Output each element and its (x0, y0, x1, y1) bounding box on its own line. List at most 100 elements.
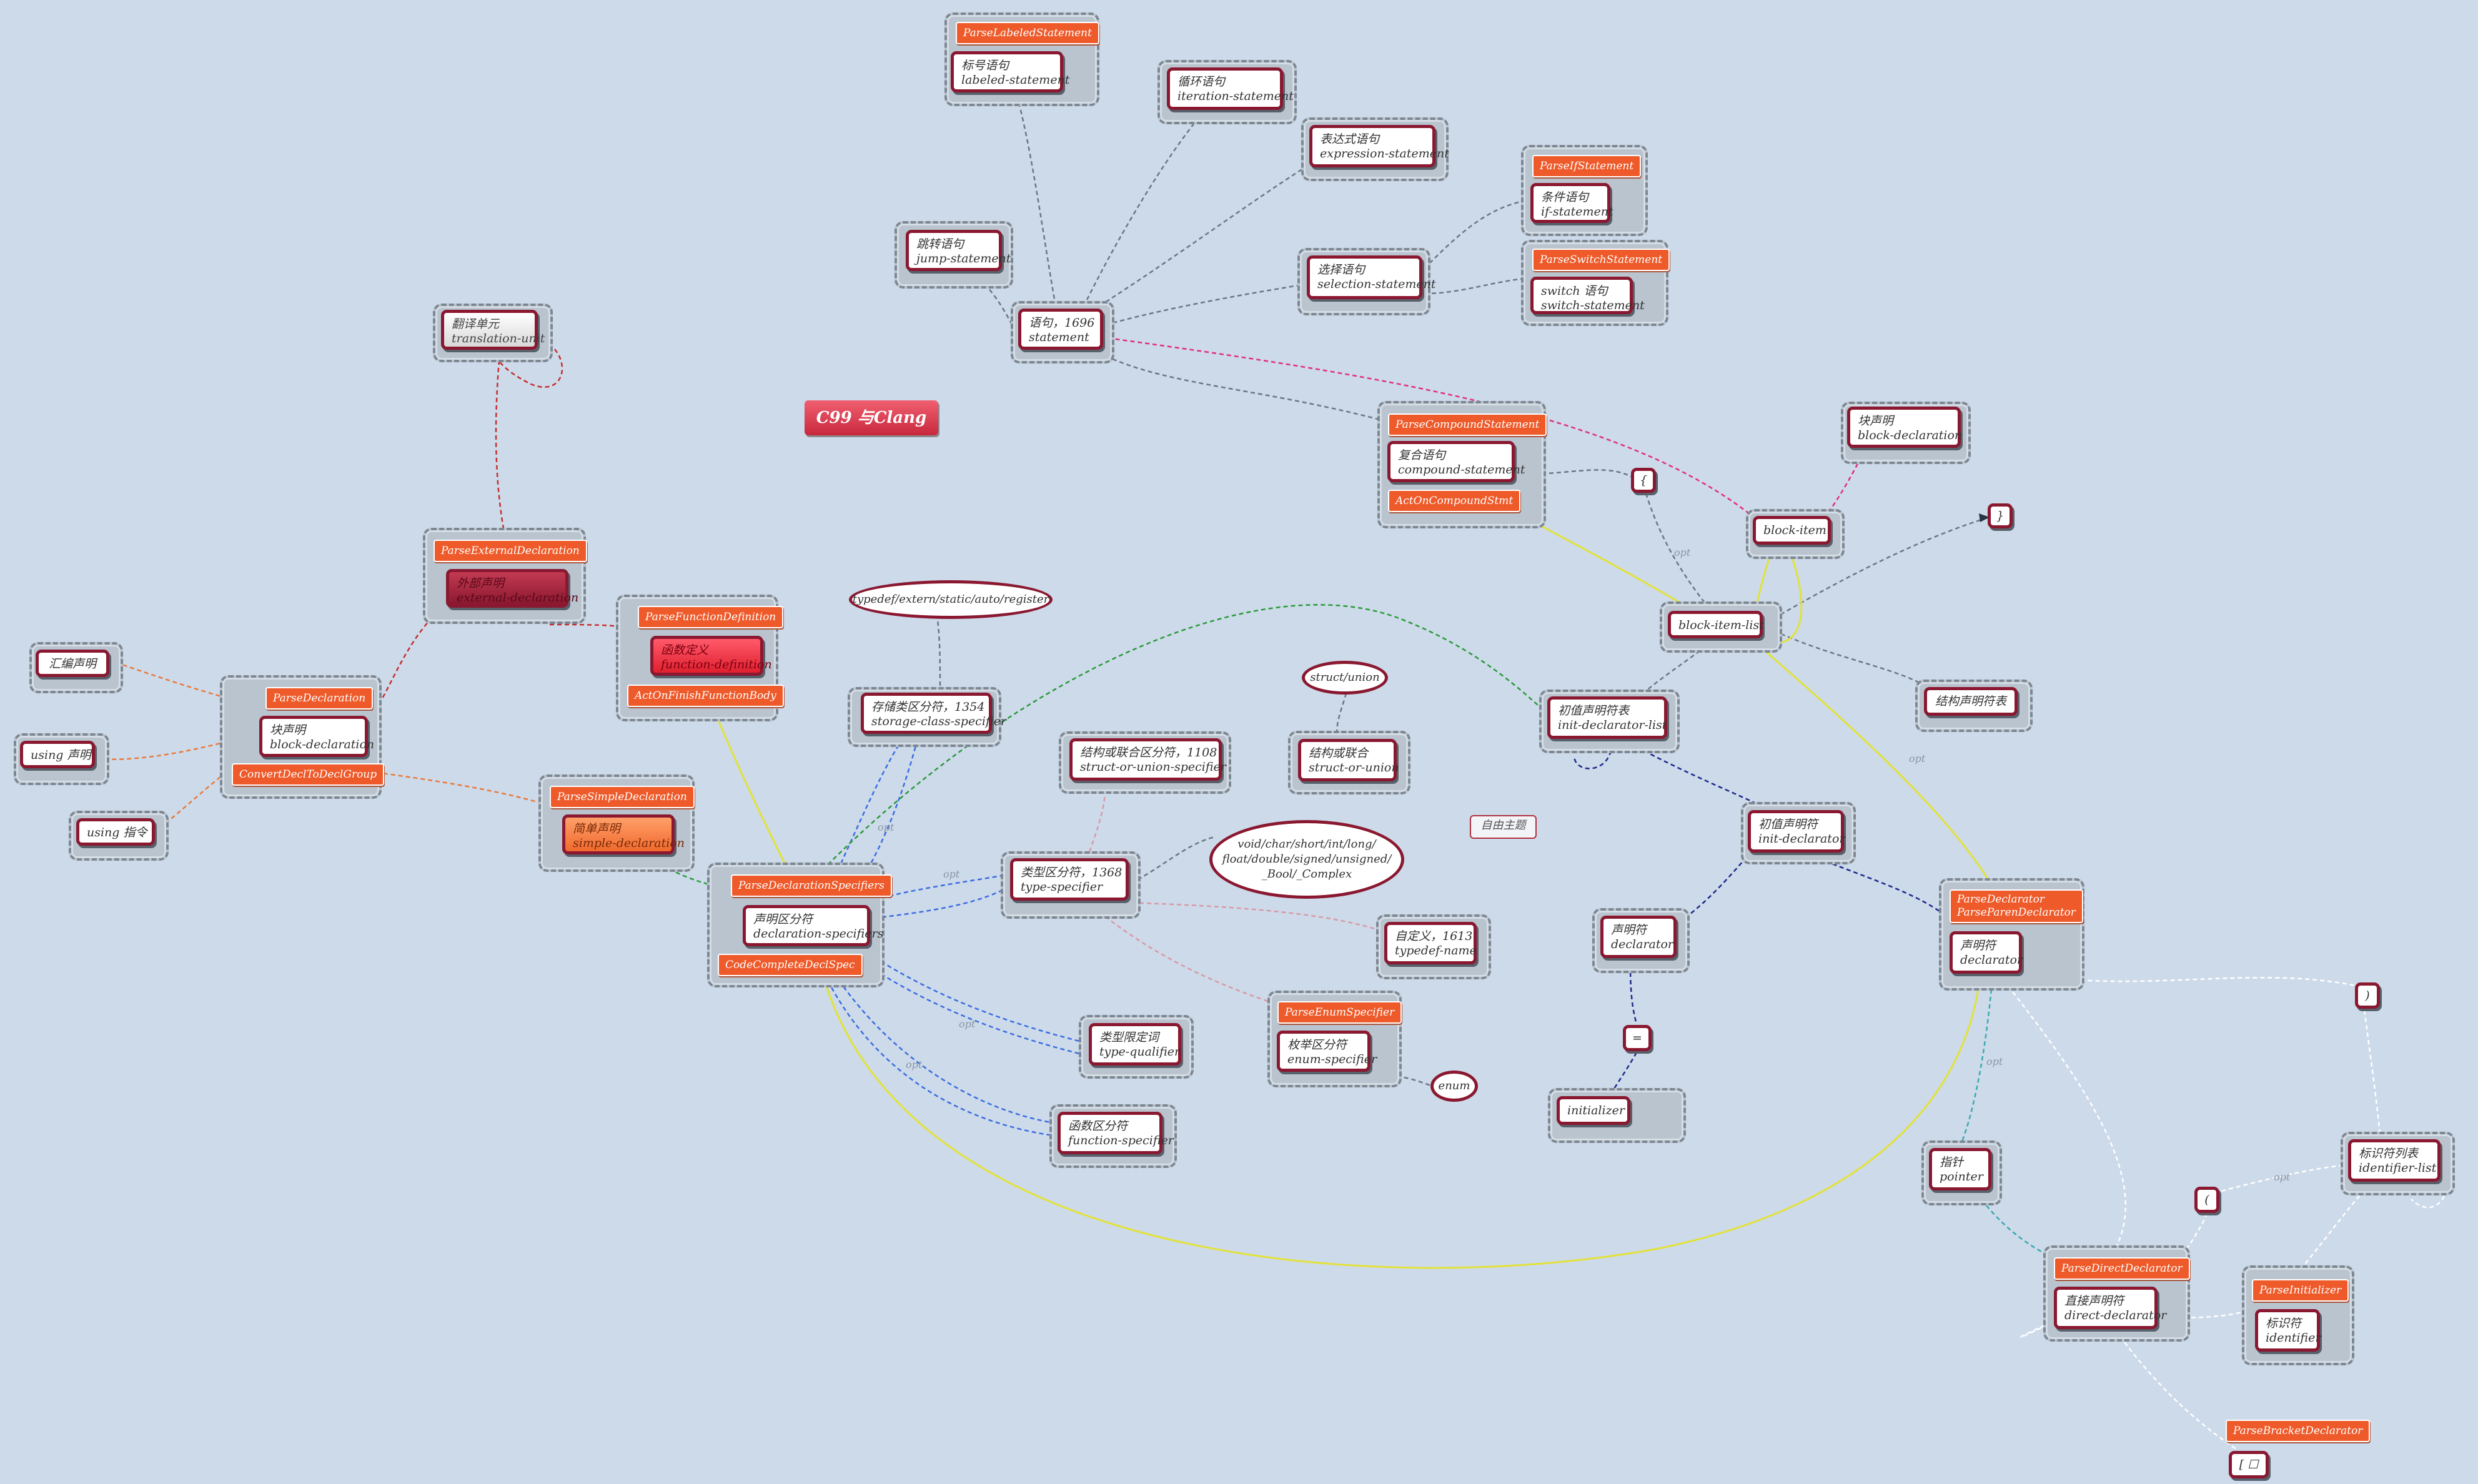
node-declarator-small[interactable]: 声明符 declarator (1600, 916, 1677, 958)
tag-parse-function-definition[interactable]: ParseFunctionDefinition (638, 606, 784, 628)
tag-act-on-compound-stmt[interactable]: ActOnCompoundStmt (1388, 490, 1521, 512)
edge-label-opt: opt (906, 1059, 923, 1071)
node-statement[interactable]: 语句，1696 statement (1018, 309, 1103, 350)
node-asm-declaration[interactable]: 汇编声明 (36, 650, 109, 677)
edge-direct-loop (2020, 1317, 2062, 1338)
node-compound-statement[interactable]: 复合语句 compound-statement (1387, 441, 1525, 482)
node-rparen[interactable]: ) (2355, 982, 2380, 1009)
node-pointer[interactable]: 指针 pointer (1929, 1148, 1991, 1190)
node-identifier-list[interactable]: 标识符列表 identifier-list (2348, 1139, 2441, 1182)
edge-list-declarator (1748, 636, 1994, 888)
edge-initdecl-decl (1811, 854, 1950, 919)
tag-act-on-finish-function-body[interactable]: ActOnFinishFunctionBody (627, 685, 784, 707)
node-label-en: jump-statement (916, 252, 1011, 265)
edge-typespec-typedef (1124, 901, 1381, 932)
free-topic[interactable]: 自由主题 (1470, 815, 1537, 839)
tag-parse-bracket-declarator[interactable]: ParseBracketDeclarator (2226, 1420, 2371, 1442)
node-function-definition[interactable]: 函数定义 function-definition (650, 636, 772, 676)
ellipse-storage-keywords[interactable]: typedef/extern/static/auto/register (849, 580, 1053, 619)
tag-parse-declarator[interactable]: ParseDeclarator ParseParenDeclarator (1950, 889, 2083, 923)
edge-blockitem-loop (1773, 543, 1803, 645)
node-label-zh: 循环语句 (1177, 75, 1226, 89)
node-function-specifier[interactable]: 函数区分符 function-specifier (1058, 1112, 1174, 1154)
node-label-en: typedef-name (1395, 944, 1477, 957)
node-equals[interactable]: = (1623, 1025, 1652, 1051)
node-translation-unit[interactable]: 翻译单元 translation-unit (441, 310, 545, 350)
edge-pointer-direct (1986, 1205, 2062, 1263)
tag-parse-external-declaration[interactable]: ParseExternalDeclaration (434, 540, 587, 562)
tag-parse-simple-declaration[interactable]: ParseSimpleDeclaration (550, 786, 695, 808)
node-label-en: labeled-statement (961, 73, 1070, 87)
node-struct-declarator-list[interactable]: 结构声明符表 (1924, 687, 2018, 716)
edge-declspec-initlist (811, 604, 1550, 881)
edge-statement-labeled (1011, 77, 1057, 307)
node-label-zh: 复合语句 (1398, 448, 1446, 462)
node-external-declaration[interactable]: 外部声明 external-declaration (446, 569, 578, 608)
node-switch-statement[interactable]: switch 语句 switch-statement (1530, 277, 1645, 314)
node-jump-statement[interactable]: 跳转语句 jump-statement (906, 230, 1011, 271)
node-label-en: statement (1029, 330, 1089, 344)
node-label-zh: 表达式语句 (1320, 132, 1380, 146)
node-block-declaration[interactable]: 块声明 block-declaration (259, 716, 374, 757)
tag-parse-direct-declarator[interactable]: ParseDirectDeclarator (2054, 1257, 2190, 1280)
node-storage-class-specifier[interactable]: 存储类区分符，1354 storage-class-specifier (861, 693, 1006, 734)
tag-code-complete-decl-spec[interactable]: CodeCompleteDeclSpec (718, 954, 863, 976)
node-direct-declarator[interactable]: 直接声明符 direct-declarator (2054, 1287, 2166, 1329)
ellipse-enum[interactable]: enum (1430, 1071, 1478, 1102)
tag-parse-compound-statement[interactable]: ParseCompoundStatement (1388, 413, 1547, 436)
node-type-specifier[interactable]: 类型区分符，1368 type-specifier (1010, 858, 1129, 901)
node-label-zh: 函数区分符 (1068, 1119, 1128, 1133)
node-label-zh: 块声明 (270, 723, 306, 737)
node-type-qualifier[interactable]: 类型限定词 type-qualifier (1089, 1023, 1181, 1066)
tag-convert-decl-to-decl-group[interactable]: ConvertDeclToDeclGroup (232, 763, 385, 786)
node-struct-or-union[interactable]: 结构或联合 struct-or-union (1298, 739, 1399, 781)
node-label-en: type-qualifier (1099, 1045, 1181, 1059)
node-label-en: declarator (1611, 937, 1674, 951)
edge-label-opt: opt (1674, 547, 1691, 558)
edge-label-opt: opt (878, 821, 895, 833)
ellipse-basic-types[interactable]: void/char/short/int/long/ float/double/s… (1209, 820, 1404, 899)
tag-parse-initializer[interactable]: ParseInitializer (2252, 1279, 2349, 1302)
node-lparen[interactable]: ( (2194, 1187, 2219, 1213)
edge-label-opt: opt (943, 868, 960, 880)
node-declaration-specifiers[interactable]: 声明区分符 declaration-specifiers (743, 905, 883, 946)
node-simple-declaration[interactable]: 简单声明 simple-declaration (562, 814, 685, 854)
node-block-declaration-right[interactable]: 块声明 block-declaration (1847, 407, 1962, 448)
node-iteration-statement[interactable]: 循环语句 iteration-statement (1167, 67, 1294, 110)
node-init-declarator[interactable]: 初值声明符 init-declarator (1748, 810, 1845, 853)
node-if-statement[interactable]: 条件语句 if-statement (1530, 183, 1613, 223)
node-struct-or-union-specifier[interactable]: 结构或联合区分符，1108 struct-or-union-specifier (1069, 738, 1226, 781)
tag-parse-if-statement[interactable]: ParseIfStatement (1532, 155, 1642, 177)
ellipse-struct-union[interactable]: struct/union (1302, 661, 1388, 695)
node-expression-statement[interactable]: 表达式语句 expression-statement (1309, 125, 1449, 167)
node-initializer[interactable]: initializer (1557, 1096, 1630, 1125)
node-selection-statement[interactable]: 选择语句 selection-statement (1307, 255, 1436, 299)
node-typedef-name[interactable]: 自定义，1613 typedef-name (1384, 922, 1477, 964)
node-label-en: expression-statement (1320, 147, 1449, 161)
node-label-en: pointer (1940, 1170, 1983, 1184)
node-bracket[interactable]: [ ☐ (2229, 1451, 2269, 1478)
node-rbrace[interactable]: } (1988, 503, 2013, 528)
node-label-en: function-definition (661, 658, 772, 671)
node-block-item[interactable]: block-item (1753, 516, 1831, 545)
node-identifier[interactable]: 标识符 identifier (2255, 1309, 2321, 1352)
tag-parse-declaration-specifiers[interactable]: ParseDeclarationSpecifiers (731, 874, 893, 897)
tag-parse-declaration[interactable]: ParseDeclaration (265, 687, 374, 710)
tag-parse-enum-specifier[interactable]: ParseEnumSpecifier (1277, 1001, 1402, 1024)
node-labeled-statement[interactable]: 标号语句 labeled-statement (951, 51, 1070, 92)
node-declarator[interactable]: 声明符 declarator (1950, 931, 2023, 974)
ellipse-line: _Bool/_Complex (1261, 868, 1352, 881)
tag-parse-labeled-statement[interactable]: ParseLabeledStatement (956, 22, 1099, 44)
node-lbrace[interactable]: { (1631, 468, 1656, 493)
node-label-zh: 标识符列表 (2359, 1147, 2419, 1160)
edge-storage-keywords (936, 615, 941, 694)
node-block-item-list[interactable]: block-item-list (1668, 611, 1764, 638)
node-using-directive[interactable]: using 指令 (76, 818, 155, 846)
node-using-declaration[interactable]: using 声明 (20, 741, 95, 768)
edge-label-opt: opt (1986, 1056, 2003, 1067)
diagram-title: C99 与Clang (805, 400, 938, 435)
node-init-declarator-list[interactable]: 初值声明符表 init-declarator-list (1547, 696, 1667, 739)
edge-declspec-storage2 (824, 736, 919, 931)
node-enum-specifier[interactable]: 枚举区分符 enum-specifier (1277, 1031, 1377, 1072)
tag-parse-switch-statement[interactable]: ParseSwitchStatement (1532, 249, 1670, 271)
